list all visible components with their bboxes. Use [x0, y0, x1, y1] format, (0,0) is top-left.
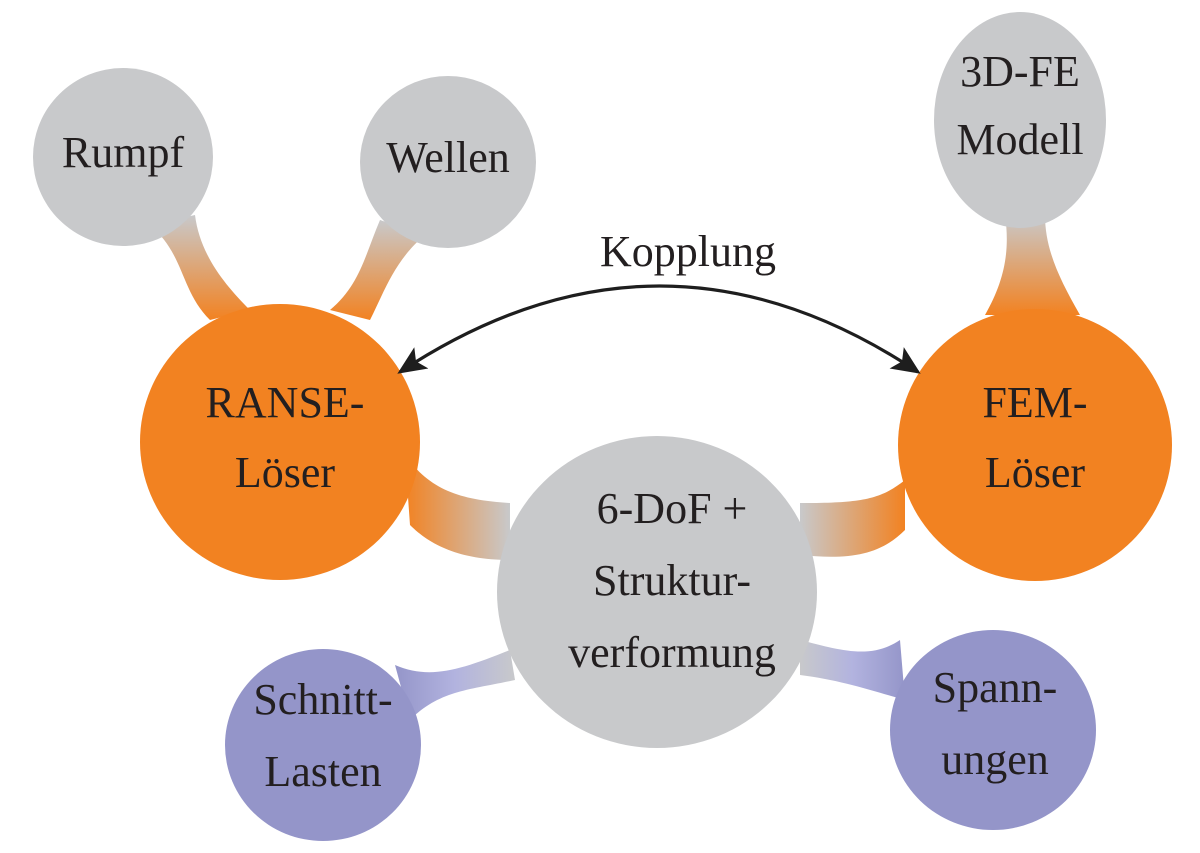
node-center-bubble: [497, 436, 817, 748]
node-schnitt-bubble: [225, 649, 421, 841]
node-rumpf-bubble: [33, 68, 213, 246]
node-center: 6-DoF + Struktur-verformung: [497, 436, 817, 748]
node-schnitt-label-line: Schnitt-: [253, 675, 392, 724]
node-center-label-line: Struktur-: [593, 556, 751, 605]
coupling-connector: Kopplung: [397, 227, 921, 374]
node-ranse-label-line: Löser: [235, 448, 336, 497]
node-rumpf-label-line: Rumpf: [62, 128, 185, 177]
node-spann: Spann-ungen: [890, 630, 1096, 830]
node-wellen-label-line: Wellen: [386, 133, 510, 182]
coupling-label: Kopplung: [600, 227, 776, 276]
link-fe-modell-fem: [985, 215, 1080, 315]
node-center-label-line: 6-DoF +: [597, 484, 748, 533]
node-wellen-bubble: [360, 76, 536, 248]
node-schnitt: Schnitt- Lasten: [225, 649, 421, 841]
node-rumpf: Rumpf: [33, 68, 213, 246]
node-spann-bubble: [890, 630, 1096, 830]
node-ranse-label-line: RANSE-: [206, 378, 365, 427]
links-layer: [150, 215, 1080, 720]
node-fem-label-line: FEM-: [982, 378, 1087, 427]
node-spann-label-line: ungen: [941, 735, 1049, 784]
node-spann-label-line: Spann-: [933, 663, 1058, 712]
node-fem-bubble: [898, 309, 1172, 581]
node-center-label-line: verformung: [568, 628, 776, 677]
node-fe-modell-bubble: [934, 12, 1106, 228]
link-spann-center: [800, 640, 905, 700]
node-fem-label-line: Löser: [985, 448, 1086, 497]
link-wellen-ranse: [330, 220, 425, 320]
coupling-arrow: [397, 284, 921, 374]
node-fem: FEM- Löser: [898, 309, 1172, 581]
link-rumpf-ranse: [150, 215, 250, 320]
node-wellen: Wellen: [360, 76, 536, 248]
node-fe-modell: 3D-FE Modell: [934, 12, 1106, 228]
node-fe-modell-label-line: 3D-FE: [960, 47, 1080, 96]
node-ranse: RANSE- Löser: [140, 304, 420, 580]
node-ranse-bubble: [140, 304, 420, 580]
link-fem-center: [800, 480, 905, 557]
node-schnitt-label-line: Lasten: [264, 747, 381, 796]
link-ranse-center: [405, 455, 510, 560]
link-schnitt-center: [395, 650, 515, 720]
node-fe-modell-label-line: Modell: [956, 115, 1083, 164]
